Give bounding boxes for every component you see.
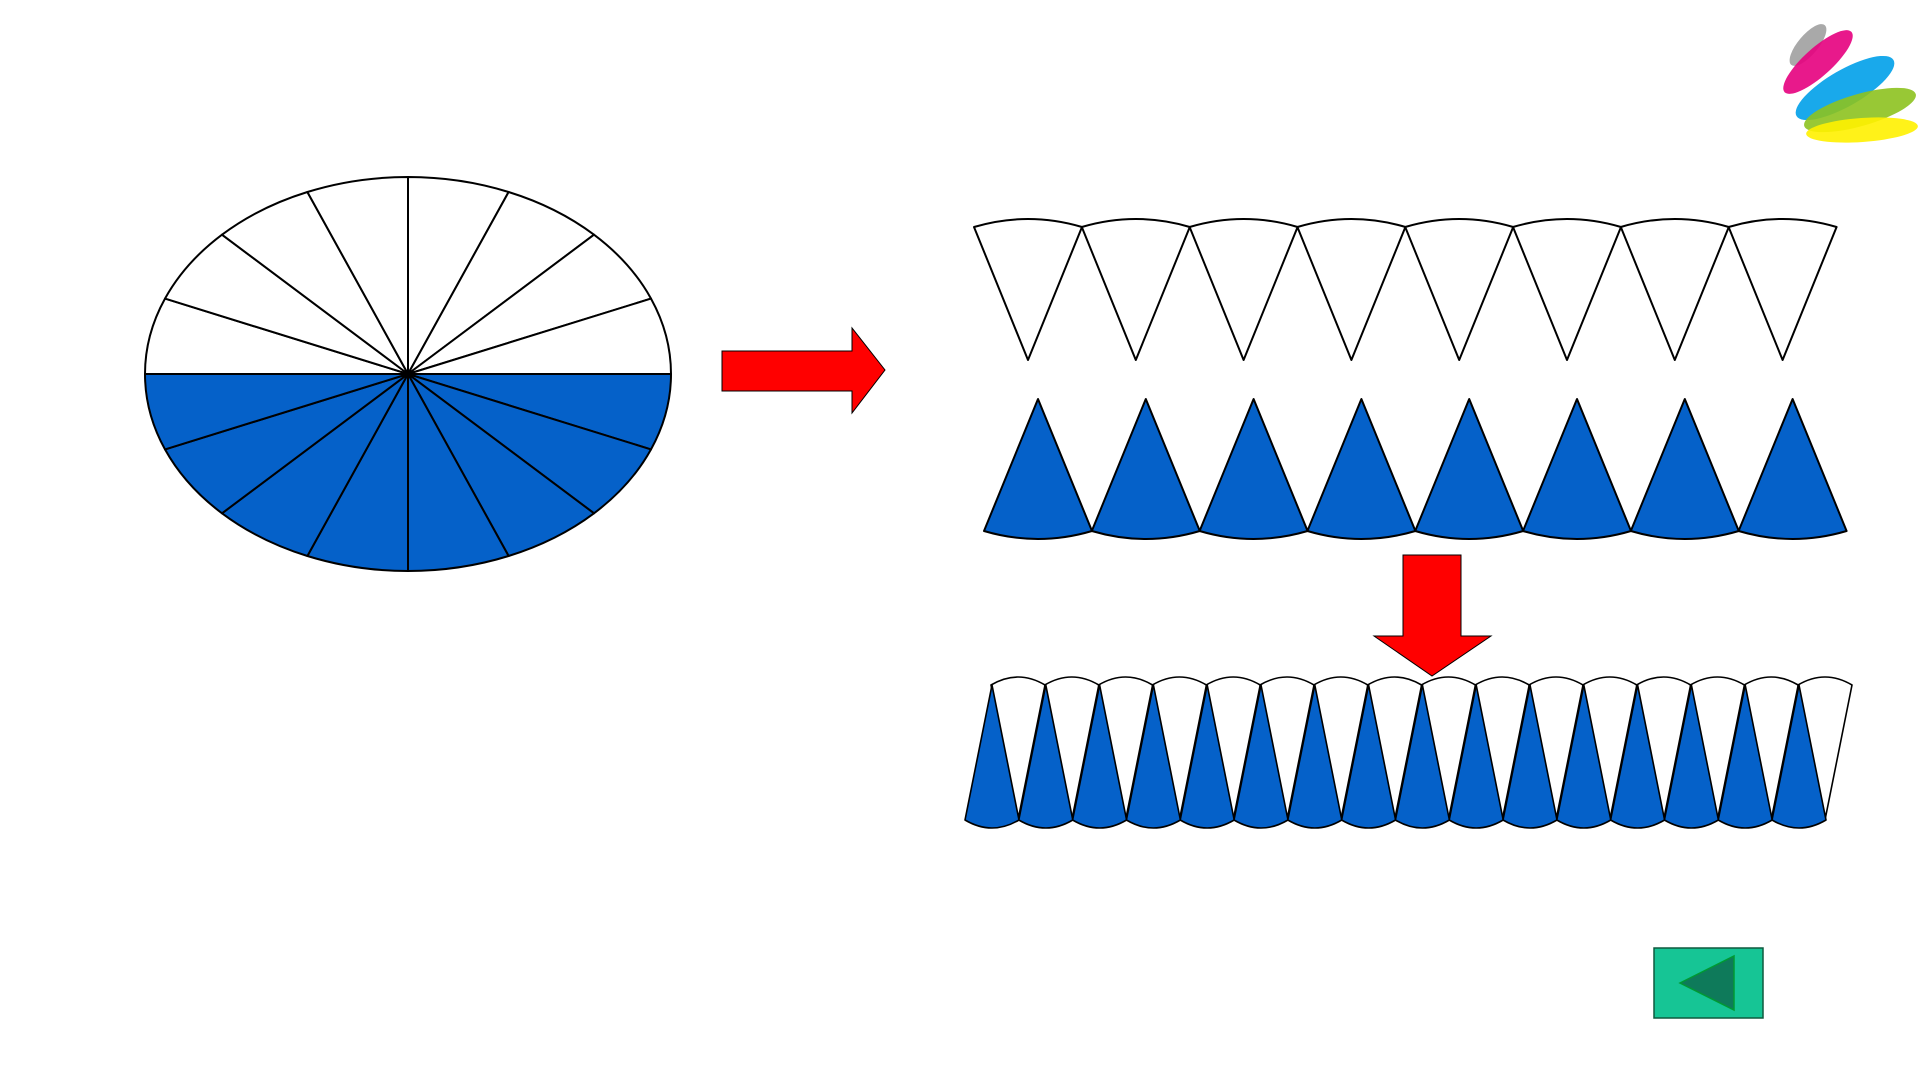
blue-sector	[1629, 398, 1740, 540]
blue-sector	[1198, 398, 1309, 540]
white-sector	[1619, 218, 1730, 361]
blue-sector	[1090, 398, 1201, 540]
logo-petal	[1783, 30, 1853, 94]
combined-blue-sector	[1771, 684, 1827, 829]
logo-petal	[1789, 24, 1827, 66]
white-sector-row	[973, 218, 1838, 361]
back-button[interactable]	[1653, 947, 1764, 1019]
white-sector	[1404, 218, 1515, 361]
sectored-circle	[143, 176, 673, 572]
blue-sector-row	[983, 398, 1848, 540]
blue-sector	[983, 398, 1093, 540]
combined-sector-row	[964, 676, 1853, 829]
unshaded-sector	[407, 297, 673, 375]
white-sector	[1512, 218, 1622, 361]
white-sector	[1296, 218, 1407, 361]
down-arrow-icon	[1372, 554, 1493, 677]
logo-petal	[1795, 55, 1895, 121]
white-sector	[1080, 218, 1191, 361]
blue-sector	[1737, 398, 1848, 540]
right-arrow-icon	[721, 326, 886, 415]
logo-petal	[1806, 117, 1918, 143]
white-sector	[1727, 218, 1838, 361]
blue-sector	[1522, 398, 1632, 540]
color-petals-logo	[1783, 24, 1918, 143]
left-triangle-icon	[1678, 954, 1735, 1012]
white-sector	[1188, 218, 1299, 361]
white-sector	[973, 218, 1083, 361]
blue-sector	[1306, 398, 1417, 540]
combined-white-sector	[1797, 676, 1853, 821]
blue-sector	[1414, 398, 1525, 540]
logo-petal	[1804, 87, 1916, 133]
